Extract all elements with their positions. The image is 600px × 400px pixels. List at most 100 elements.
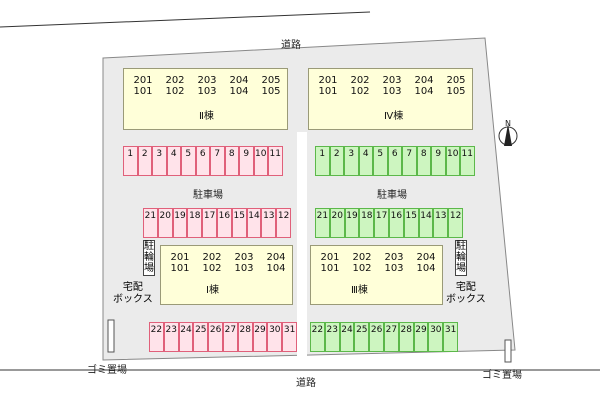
north-label: N xyxy=(505,119,511,128)
parking-space-20: 20 xyxy=(329,208,345,238)
parking-space-18: 18 xyxy=(359,208,375,238)
delivery-box-right: 宅配ボックス xyxy=(446,282,486,305)
parking-space-25: 25 xyxy=(193,322,209,352)
parking-space-20: 20 xyxy=(157,208,173,238)
parking-space-16: 16 xyxy=(217,208,232,238)
building-2-name: Ⅱ棟 xyxy=(199,111,214,122)
parking-space-23: 23 xyxy=(163,322,179,352)
parking-space-12: 12 xyxy=(448,208,463,238)
parking-space-29: 29 xyxy=(413,322,429,352)
parking-space-19: 19 xyxy=(344,208,360,238)
parking-space-7: 7 xyxy=(210,146,225,176)
parking-space-16: 16 xyxy=(389,208,404,238)
parking-space-15: 15 xyxy=(231,208,247,238)
parking-space-3: 3 xyxy=(344,146,359,176)
parking-space-13: 13 xyxy=(261,208,277,238)
garbage-label-left: ゴミ置場 xyxy=(87,365,127,376)
parking-space-22: 22 xyxy=(149,322,164,352)
parking-space-30: 30 xyxy=(267,322,283,352)
parking-space-7: 7 xyxy=(402,146,417,176)
parking-space-25: 25 xyxy=(354,322,370,352)
parking-space-14: 14 xyxy=(246,208,262,238)
top-road-label: 道路 xyxy=(281,40,301,51)
parking-space-1: 1 xyxy=(123,146,138,176)
parking-space-23: 23 xyxy=(324,322,340,352)
parking-space-29: 29 xyxy=(252,322,268,352)
parking-space-10: 10 xyxy=(253,146,268,176)
parking-space-1: 1 xyxy=(315,146,330,176)
top-road-line xyxy=(0,11,371,28)
parking-space-24: 24 xyxy=(339,322,355,352)
parking-space-5: 5 xyxy=(181,146,196,176)
bike-parking-right: 駐輪場 xyxy=(455,240,467,276)
bottom-road-label: 道路 xyxy=(296,378,316,389)
parking-space-27: 27 xyxy=(223,322,238,352)
parking-space-27: 27 xyxy=(384,322,399,352)
parking-space-12: 12 xyxy=(276,208,291,238)
parking-space-22: 22 xyxy=(310,322,325,352)
building-3-name: Ⅲ棟 xyxy=(351,285,368,296)
parking-space-17: 17 xyxy=(374,208,389,238)
parking-label-left: 駐車場 xyxy=(193,190,223,201)
garbage-box-left xyxy=(107,319,115,353)
parking-space-6: 6 xyxy=(195,146,210,176)
parking-space-18: 18 xyxy=(187,208,203,238)
parking-space-11: 11 xyxy=(460,146,475,176)
parking-space-9: 9 xyxy=(431,146,446,176)
center-walkway xyxy=(297,132,307,358)
parking-space-4: 4 xyxy=(358,146,373,176)
parking-space-9: 9 xyxy=(239,146,254,176)
parking-space-14: 14 xyxy=(418,208,434,238)
garbage-box-right xyxy=(504,339,512,363)
parking-space-26: 26 xyxy=(208,322,223,352)
parking-space-11: 11 xyxy=(268,146,283,176)
parking-space-8: 8 xyxy=(416,146,431,176)
parking-space-28: 28 xyxy=(237,322,253,352)
delivery-box-left: 宅配ボックス xyxy=(113,282,153,305)
parking-space-15: 15 xyxy=(403,208,419,238)
parking-space-21: 21 xyxy=(315,208,330,238)
parking-space-10: 10 xyxy=(445,146,460,176)
north-arrow xyxy=(498,124,518,146)
parking-space-17: 17 xyxy=(202,208,217,238)
parking-label-right: 駐車場 xyxy=(377,190,407,201)
building-1-name: Ⅰ棟 xyxy=(206,285,219,296)
parking-space-6: 6 xyxy=(387,146,402,176)
parking-space-31: 31 xyxy=(443,322,458,352)
parking-space-26: 26 xyxy=(369,322,384,352)
parking-space-21: 21 xyxy=(143,208,158,238)
parking-space-13: 13 xyxy=(433,208,449,238)
parking-space-5: 5 xyxy=(373,146,388,176)
parking-space-28: 28 xyxy=(398,322,414,352)
building-4-name: Ⅳ棟 xyxy=(384,111,404,122)
parking-space-2: 2 xyxy=(329,146,344,176)
garbage-label-right: ゴミ置場 xyxy=(482,370,522,381)
parking-space-8: 8 xyxy=(224,146,239,176)
parking-space-24: 24 xyxy=(178,322,194,352)
parking-space-2: 2 xyxy=(137,146,152,176)
bike-parking-left: 駐輪場 xyxy=(143,240,155,276)
